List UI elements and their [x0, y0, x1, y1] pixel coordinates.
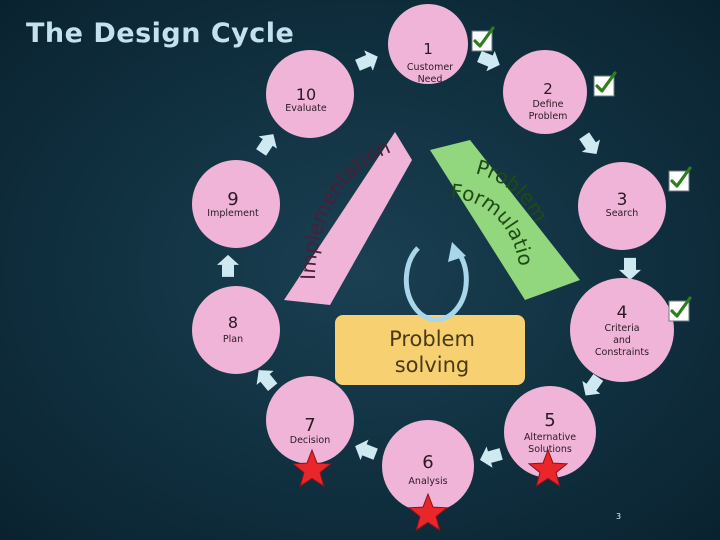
page-title: The Design Cycle — [26, 18, 295, 49]
step-number: 7 — [304, 415, 315, 436]
step-circle — [382, 420, 474, 512]
step-stars — [291, 448, 569, 532]
step-number: 8 — [228, 313, 238, 332]
page-number: 3 — [616, 512, 622, 521]
step-circle — [192, 286, 280, 374]
problem-solving-box — [335, 315, 525, 385]
step-number: 3 — [617, 190, 628, 210]
cycle-arrow — [582, 374, 604, 396]
step-label: Solutions — [528, 444, 572, 455]
step-label: and — [613, 335, 631, 346]
star-icon — [527, 448, 569, 488]
problem-formulation-band — [430, 140, 580, 300]
step-number: 1 — [423, 40, 433, 58]
cycle-arrow — [217, 254, 240, 277]
checkmark-icon — [471, 26, 495, 52]
step-number: 2 — [543, 80, 553, 98]
step-label: Customer — [407, 62, 453, 73]
step-label: Criteria — [604, 323, 639, 334]
step-label: Need — [418, 74, 443, 85]
step-circle — [192, 160, 280, 248]
step-circle — [266, 50, 354, 138]
center-label-line1: Problem — [389, 327, 475, 351]
cycle-arrow — [479, 446, 503, 468]
step-circle — [504, 386, 596, 478]
cycle-arrow — [477, 50, 500, 72]
step-number: 9 — [227, 189, 238, 210]
step-number: 5 — [544, 410, 555, 431]
step-label: Plan — [223, 334, 243, 345]
star-icon — [291, 448, 333, 488]
implementation-band — [284, 132, 412, 305]
step-label: Analysis — [408, 476, 447, 487]
step-label: Decision — [290, 435, 330, 446]
step-label: Problem — [529, 111, 568, 122]
step-label: Search — [606, 208, 639, 219]
center-label-line2: solving — [395, 353, 470, 377]
checkmark-icon — [668, 166, 692, 192]
cycle-arrow — [256, 134, 277, 156]
step-label: Constraints — [595, 347, 649, 358]
checkmark-icon — [593, 71, 617, 97]
cycle-arrow — [618, 257, 641, 280]
cycle-arrow — [579, 132, 601, 154]
step-circle — [570, 278, 674, 382]
step-circles: 1CustomerNeed2DefineProblem3Search4Crite… — [192, 4, 674, 512]
cycle-arrow — [355, 50, 378, 71]
cycle-loop-icon — [403, 242, 469, 323]
checkmark-icon — [668, 296, 692, 322]
step-circle — [503, 50, 587, 134]
step-number: 4 — [617, 303, 628, 323]
cycle-arrows — [217, 50, 641, 468]
step-label: Evaluate — [285, 103, 327, 114]
step-label: Define — [532, 99, 563, 110]
step-label: Alternative — [524, 432, 576, 443]
star-icon — [407, 492, 449, 532]
step-checkmarks — [471, 26, 692, 322]
step-label: Implement — [207, 208, 259, 219]
cycle-arrow — [355, 439, 378, 461]
cycle-arrow — [256, 370, 278, 391]
step-number: 6 — [422, 452, 433, 473]
step-circle — [266, 376, 354, 464]
step-circle — [388, 4, 468, 84]
step-number: 10 — [296, 85, 316, 104]
step-circle — [578, 162, 666, 250]
